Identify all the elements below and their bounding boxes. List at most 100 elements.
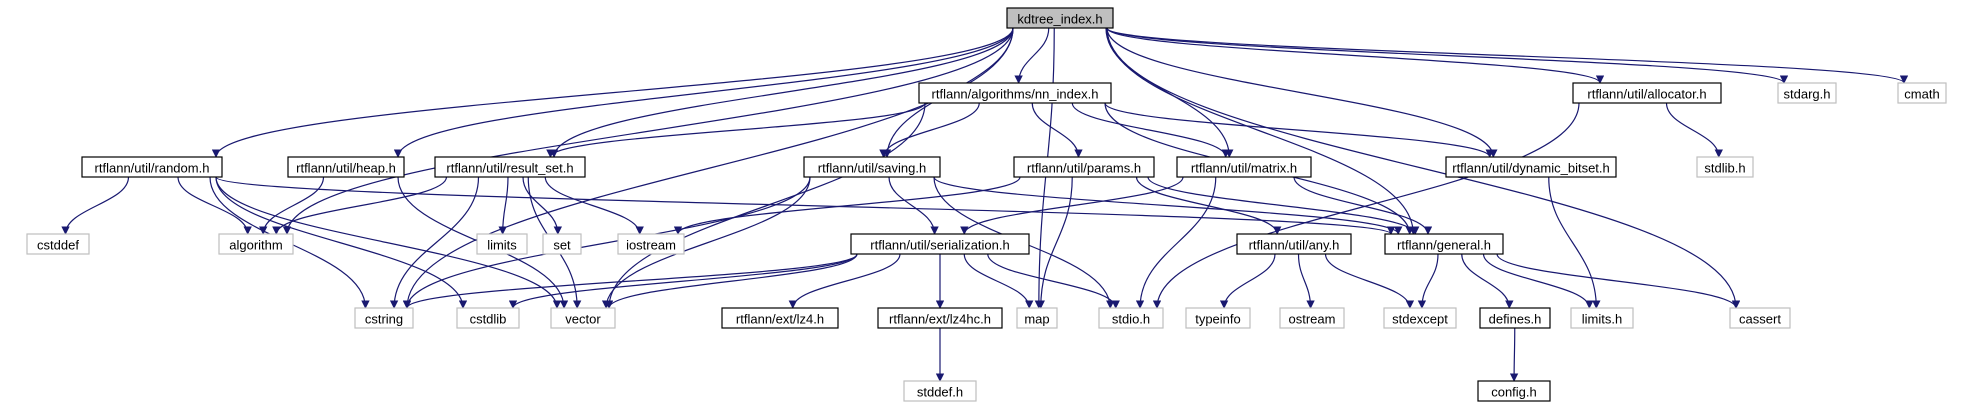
edge-general-to-cassert <box>1496 253 1741 309</box>
edge-result-set-to-iostream <box>544 176 644 235</box>
node-lz4hc[interactable]: rtflann/ext/lz4hc.h <box>877 307 1003 329</box>
node-box <box>434 156 586 178</box>
node-label: limits <box>487 238 517 253</box>
node-any[interactable]: rtflann/util/any.h <box>1236 233 1352 255</box>
node-cstddef: cstddef <box>26 233 90 255</box>
node-box <box>1696 156 1754 178</box>
edge-nn-index-to-result-set <box>546 102 926 158</box>
edge-kdtree-index-to-dynamic-bitset <box>1106 27 1498 158</box>
node-result-set[interactable]: rtflann/util/result_set.h <box>434 156 586 178</box>
node-label: rtflann/util/saving.h <box>818 161 926 176</box>
node-box <box>550 307 616 329</box>
node-typeinfo: typeinfo <box>1185 307 1251 329</box>
node-general[interactable]: rtflann/general.h <box>1384 233 1504 255</box>
node-box <box>542 233 582 255</box>
node-label: stddef.h <box>917 385 963 400</box>
node-box <box>903 380 977 402</box>
edge-serialization-to-map <box>963 253 1034 309</box>
node-label: rtflann/util/allocator.h <box>1587 87 1706 102</box>
node-box <box>918 82 1112 104</box>
edge-nn-index-to-vector <box>604 102 926 309</box>
edge-general-to-defines <box>1461 253 1514 309</box>
edge-any-to-stdexcept <box>1324 253 1415 309</box>
node-cstring: cstring <box>354 307 414 329</box>
node-box <box>1777 82 1837 104</box>
node-box <box>1570 307 1634 329</box>
edge-kdtree-index-to-nn-index <box>1014 27 1050 84</box>
node-box <box>26 233 90 255</box>
node-cstdlib: cstdlib <box>456 307 520 329</box>
edge-serialization-to-lz4 <box>788 253 901 309</box>
node-label: ostream <box>1289 312 1336 327</box>
node-box <box>354 307 414 329</box>
node-label: cmath <box>1904 87 1939 102</box>
node-label: rtflann/util/serialization.h <box>870 238 1009 253</box>
node-label: config.h <box>1491 385 1537 400</box>
edge-result-set-to-algorithm <box>272 176 448 235</box>
node-dynamic-bitset[interactable]: rtflann/util/dynamic_bitset.h <box>1445 156 1617 178</box>
node-stdio: stdio.h <box>1098 307 1164 329</box>
node-box <box>81 156 223 178</box>
node-lz4[interactable]: rtflann/ext/lz4.h <box>721 307 839 329</box>
edge-params-to-general <box>1147 176 1420 235</box>
node-algorithm: algorithm <box>218 233 294 255</box>
edge-random-to-vector <box>215 176 562 309</box>
node-label: stdexcept <box>1392 312 1448 327</box>
node-serialization[interactable]: rtflann/util/serialization.h <box>850 233 1030 255</box>
edge-kdtree-index-to-result-set <box>549 27 1014 158</box>
edge-kdtree-index-to-cstring <box>402 27 1014 309</box>
edge-serialization-to-vector <box>604 253 858 309</box>
edge-allocator-to-stdlib <box>1665 102 1723 158</box>
node-allocator[interactable]: rtflann/util/allocator.h <box>1572 82 1722 104</box>
edge-serialization-to-stdio <box>987 253 1120 309</box>
edge-kdtree-index-to-heap <box>393 27 1014 158</box>
edge-params-to-any <box>1135 176 1282 235</box>
node-box <box>1477 380 1551 402</box>
node-random[interactable]: rtflann/util/random.h <box>81 156 223 178</box>
node-box <box>456 307 520 329</box>
node-nn-index[interactable]: rtflann/algorithms/nn_index.h <box>918 82 1112 104</box>
edge-saving-to-cstring <box>402 176 811 309</box>
node-label: defines.h <box>1489 312 1542 327</box>
edge-matrix-to-general <box>1293 176 1433 235</box>
node-stdarg: stdarg.h <box>1777 82 1837 104</box>
edge-dynamic-bitset-to-limits-h <box>1548 176 1601 309</box>
node-params[interactable]: rtflann/util/params.h <box>1013 156 1155 178</box>
node-matrix[interactable]: rtflann/util/matrix.h <box>1176 156 1312 178</box>
edge-general-to-limits-h <box>1482 253 1594 309</box>
node-label: rtflann/algorithms/nn_index.h <box>932 87 1099 102</box>
edge-random-to-cstddef <box>61 176 130 235</box>
node-limits: limits <box>476 233 528 255</box>
edge-result-set-to-set <box>522 176 563 235</box>
node-label: rtflann/general.h <box>1397 238 1491 253</box>
node-stddef: stddef.h <box>903 380 977 402</box>
node-box <box>1729 307 1791 329</box>
node-box <box>1479 307 1551 329</box>
node-label: rtflann/ext/lz4.h <box>736 312 824 327</box>
node-box <box>850 233 1030 255</box>
edge-kdtree-index-to-stdarg <box>1106 27 1788 84</box>
node-label: rtflann/util/any.h <box>1249 238 1340 253</box>
node-heap[interactable]: rtflann/util/heap.h <box>287 156 405 178</box>
edge-saving-to-general <box>933 176 1403 235</box>
node-box <box>218 233 294 255</box>
node-label: cstdlib <box>470 312 507 327</box>
edge-kdtree-index-to-random <box>211 27 1014 158</box>
edge-matrix-to-serialization <box>960 176 1184 235</box>
edge-saving-to-serialization <box>888 176 939 235</box>
node-label: cassert <box>1739 312 1781 327</box>
node-kdtree-index[interactable]: kdtree_index.h <box>1006 7 1114 29</box>
node-saving[interactable]: rtflann/util/saving.h <box>803 156 941 178</box>
node-stdlib: stdlib.h <box>1696 156 1754 178</box>
node-config[interactable]: config.h <box>1477 380 1551 402</box>
edge-nn-index-to-matrix <box>1071 102 1230 158</box>
edge-random-to-general <box>215 176 1395 235</box>
edge-kdtree-index-to-algorithm <box>282 27 1014 235</box>
edge-nn-index-to-params <box>1031 102 1083 158</box>
node-label: rtflann/ext/lz4hc.h <box>889 312 991 327</box>
node-vector: vector <box>550 307 616 329</box>
edge-kdtree-index-to-general <box>1106 27 1418 235</box>
node-defines[interactable]: defines.h <box>1479 307 1551 329</box>
node-label: stdarg.h <box>1784 87 1831 102</box>
